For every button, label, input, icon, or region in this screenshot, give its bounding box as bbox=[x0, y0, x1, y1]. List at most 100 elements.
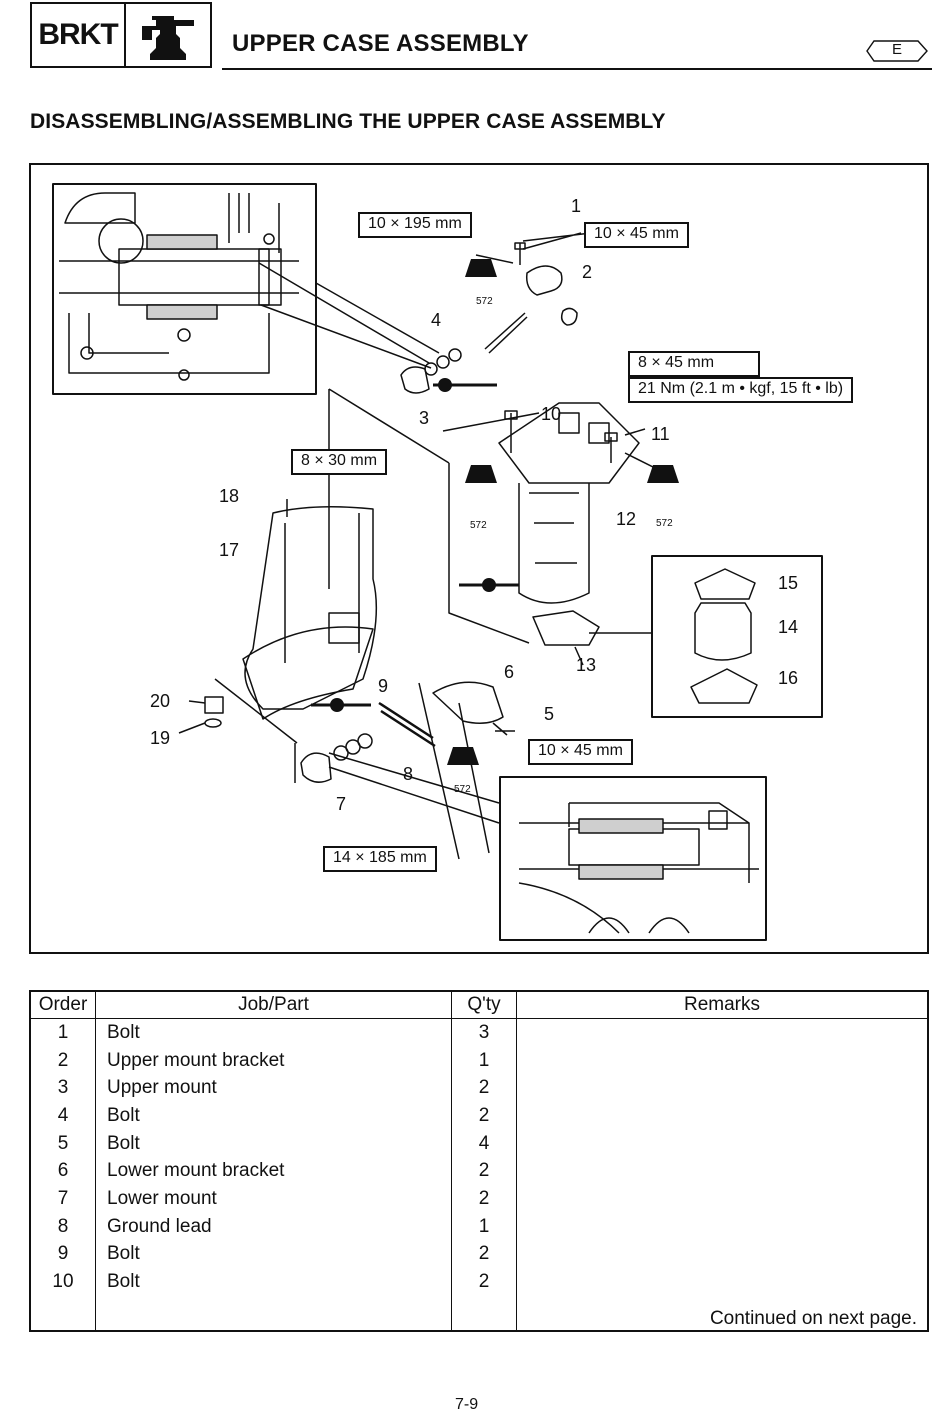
row-part: Upper mount bbox=[95, 1074, 452, 1103]
row-qty: 1 bbox=[451, 1046, 517, 1075]
part-label-4: 4 bbox=[431, 310, 442, 330]
col-order: Order bbox=[30, 991, 96, 1019]
part-label-18: 18 bbox=[219, 486, 240, 506]
part-label-13: 13 bbox=[576, 655, 597, 675]
part-label-20: 20 bbox=[150, 691, 171, 711]
loctite-code-right: 572 bbox=[656, 518, 673, 529]
row-order: 6 bbox=[30, 1157, 96, 1186]
grease-icons bbox=[330, 378, 496, 712]
row-part: Ground lead bbox=[95, 1212, 452, 1241]
row-qty: 2 bbox=[451, 1240, 517, 1269]
exploded-diagram-frame bbox=[29, 163, 929, 954]
row-remarks bbox=[517, 1047, 929, 1075]
table-header-row: Order Job/Part Q'ty Remarks bbox=[30, 991, 928, 1019]
part-label-12: 12 bbox=[616, 509, 637, 529]
header-rule bbox=[222, 68, 932, 70]
page-title: UPPER CASE ASSEMBLY bbox=[232, 30, 529, 57]
callout-bolt-4-size: 10 × 195 mm bbox=[358, 212, 472, 238]
loctite-icons bbox=[447, 259, 679, 765]
row-qty: 2 bbox=[451, 1074, 517, 1103]
part-label-14: 14 bbox=[778, 617, 799, 637]
col-qty: Q'ty bbox=[451, 991, 517, 1019]
row-order: 9 bbox=[30, 1240, 96, 1269]
part-label-9: 9 bbox=[378, 676, 389, 696]
part-label-11: 11 bbox=[651, 424, 670, 444]
upper-case-part bbox=[498, 402, 640, 604]
part-label-17: 17 bbox=[219, 540, 240, 560]
section-tab bbox=[30, 2, 212, 68]
row-remarks bbox=[517, 1019, 929, 1047]
row-order: 3 bbox=[30, 1074, 96, 1103]
row-remarks bbox=[517, 1074, 929, 1102]
part-label-5: 5 bbox=[544, 704, 555, 724]
loctite-code-left: 572 bbox=[470, 520, 487, 531]
callout-bolt-11-size: 8 × 45 mm bbox=[628, 351, 760, 377]
row-order: 5 bbox=[30, 1129, 96, 1158]
callout-bolt-11-torque: 21 Nm (2.1 m • kgf, 15 ft • lb) bbox=[628, 377, 854, 403]
row-qty-empty bbox=[451, 1295, 517, 1331]
row-part: Bolt bbox=[95, 1268, 452, 1296]
row-qty: 3 bbox=[451, 1018, 517, 1047]
section-title: DISASSEMBLING/ASSEMBLING THE UPPER CASE … bbox=[30, 110, 666, 133]
part-label-19: 19 bbox=[150, 728, 171, 748]
section-code: BRKT bbox=[32, 4, 126, 66]
part-label-7: 7 bbox=[336, 794, 347, 814]
bracket-tool-icon bbox=[142, 16, 194, 60]
col-remarks: Remarks bbox=[516, 991, 928, 1019]
row-order: 10 bbox=[30, 1268, 96, 1296]
row-order: 8 bbox=[30, 1212, 96, 1241]
language-code: E bbox=[891, 41, 902, 58]
row-qty: 2 bbox=[451, 1268, 517, 1296]
row-qty: 2 bbox=[451, 1102, 517, 1130]
row-remarks bbox=[517, 1268, 929, 1296]
row-qty: 2 bbox=[451, 1185, 517, 1213]
row-qty: 2 bbox=[451, 1157, 517, 1186]
lower-mount-detail-inset bbox=[499, 776, 767, 941]
upper-mount-detail-inset bbox=[52, 183, 317, 395]
part-label-10: 10 bbox=[541, 404, 562, 424]
loctite-code-lower: 572 bbox=[454, 784, 471, 795]
part-label-6: 6 bbox=[504, 662, 515, 682]
row-order: 7 bbox=[30, 1185, 96, 1213]
row-qty: 4 bbox=[451, 1129, 517, 1158]
row-part: Lower mount bracket bbox=[95, 1157, 452, 1186]
exploded-diagram bbox=[52, 183, 823, 941]
row-order-empty bbox=[30, 1295, 96, 1331]
row-part: Lower mount bbox=[95, 1185, 452, 1213]
row-remarks bbox=[517, 1213, 929, 1241]
row-qty: 1 bbox=[451, 1212, 517, 1241]
callout-bolt-9-size: 14 × 185 mm bbox=[323, 846, 437, 872]
row-part: Bolt bbox=[95, 1102, 452, 1130]
part-label-15: 15 bbox=[778, 573, 799, 593]
page-number: 7-9 bbox=[455, 1396, 479, 1413]
row-remarks bbox=[517, 1130, 929, 1158]
row-order: 4 bbox=[30, 1102, 96, 1130]
part-label-3: 3 bbox=[419, 408, 430, 428]
continued-note: Continued on next page. bbox=[709, 1307, 917, 1329]
part-label-8: 8 bbox=[403, 764, 414, 784]
lower-case-part bbox=[242, 506, 378, 720]
language-badge bbox=[866, 40, 928, 62]
callout-bolt-1-size: 10 × 45 mm bbox=[584, 222, 689, 248]
row-order: 2 bbox=[30, 1046, 96, 1075]
row-remarks bbox=[517, 1241, 929, 1269]
row-part: Bolt bbox=[95, 1240, 452, 1269]
part-label-1: 1 bbox=[571, 196, 582, 216]
row-remarks bbox=[517, 1102, 929, 1130]
part-label-2: 2 bbox=[582, 262, 593, 282]
row-remarks bbox=[517, 1157, 929, 1185]
row-part: Upper mount bracket bbox=[95, 1046, 452, 1075]
row-part: Bolt bbox=[95, 1018, 452, 1047]
table-row-continued: Continued on next page. bbox=[30, 1295, 928, 1331]
row-part-empty bbox=[95, 1295, 452, 1331]
row-remarks bbox=[517, 1185, 929, 1213]
